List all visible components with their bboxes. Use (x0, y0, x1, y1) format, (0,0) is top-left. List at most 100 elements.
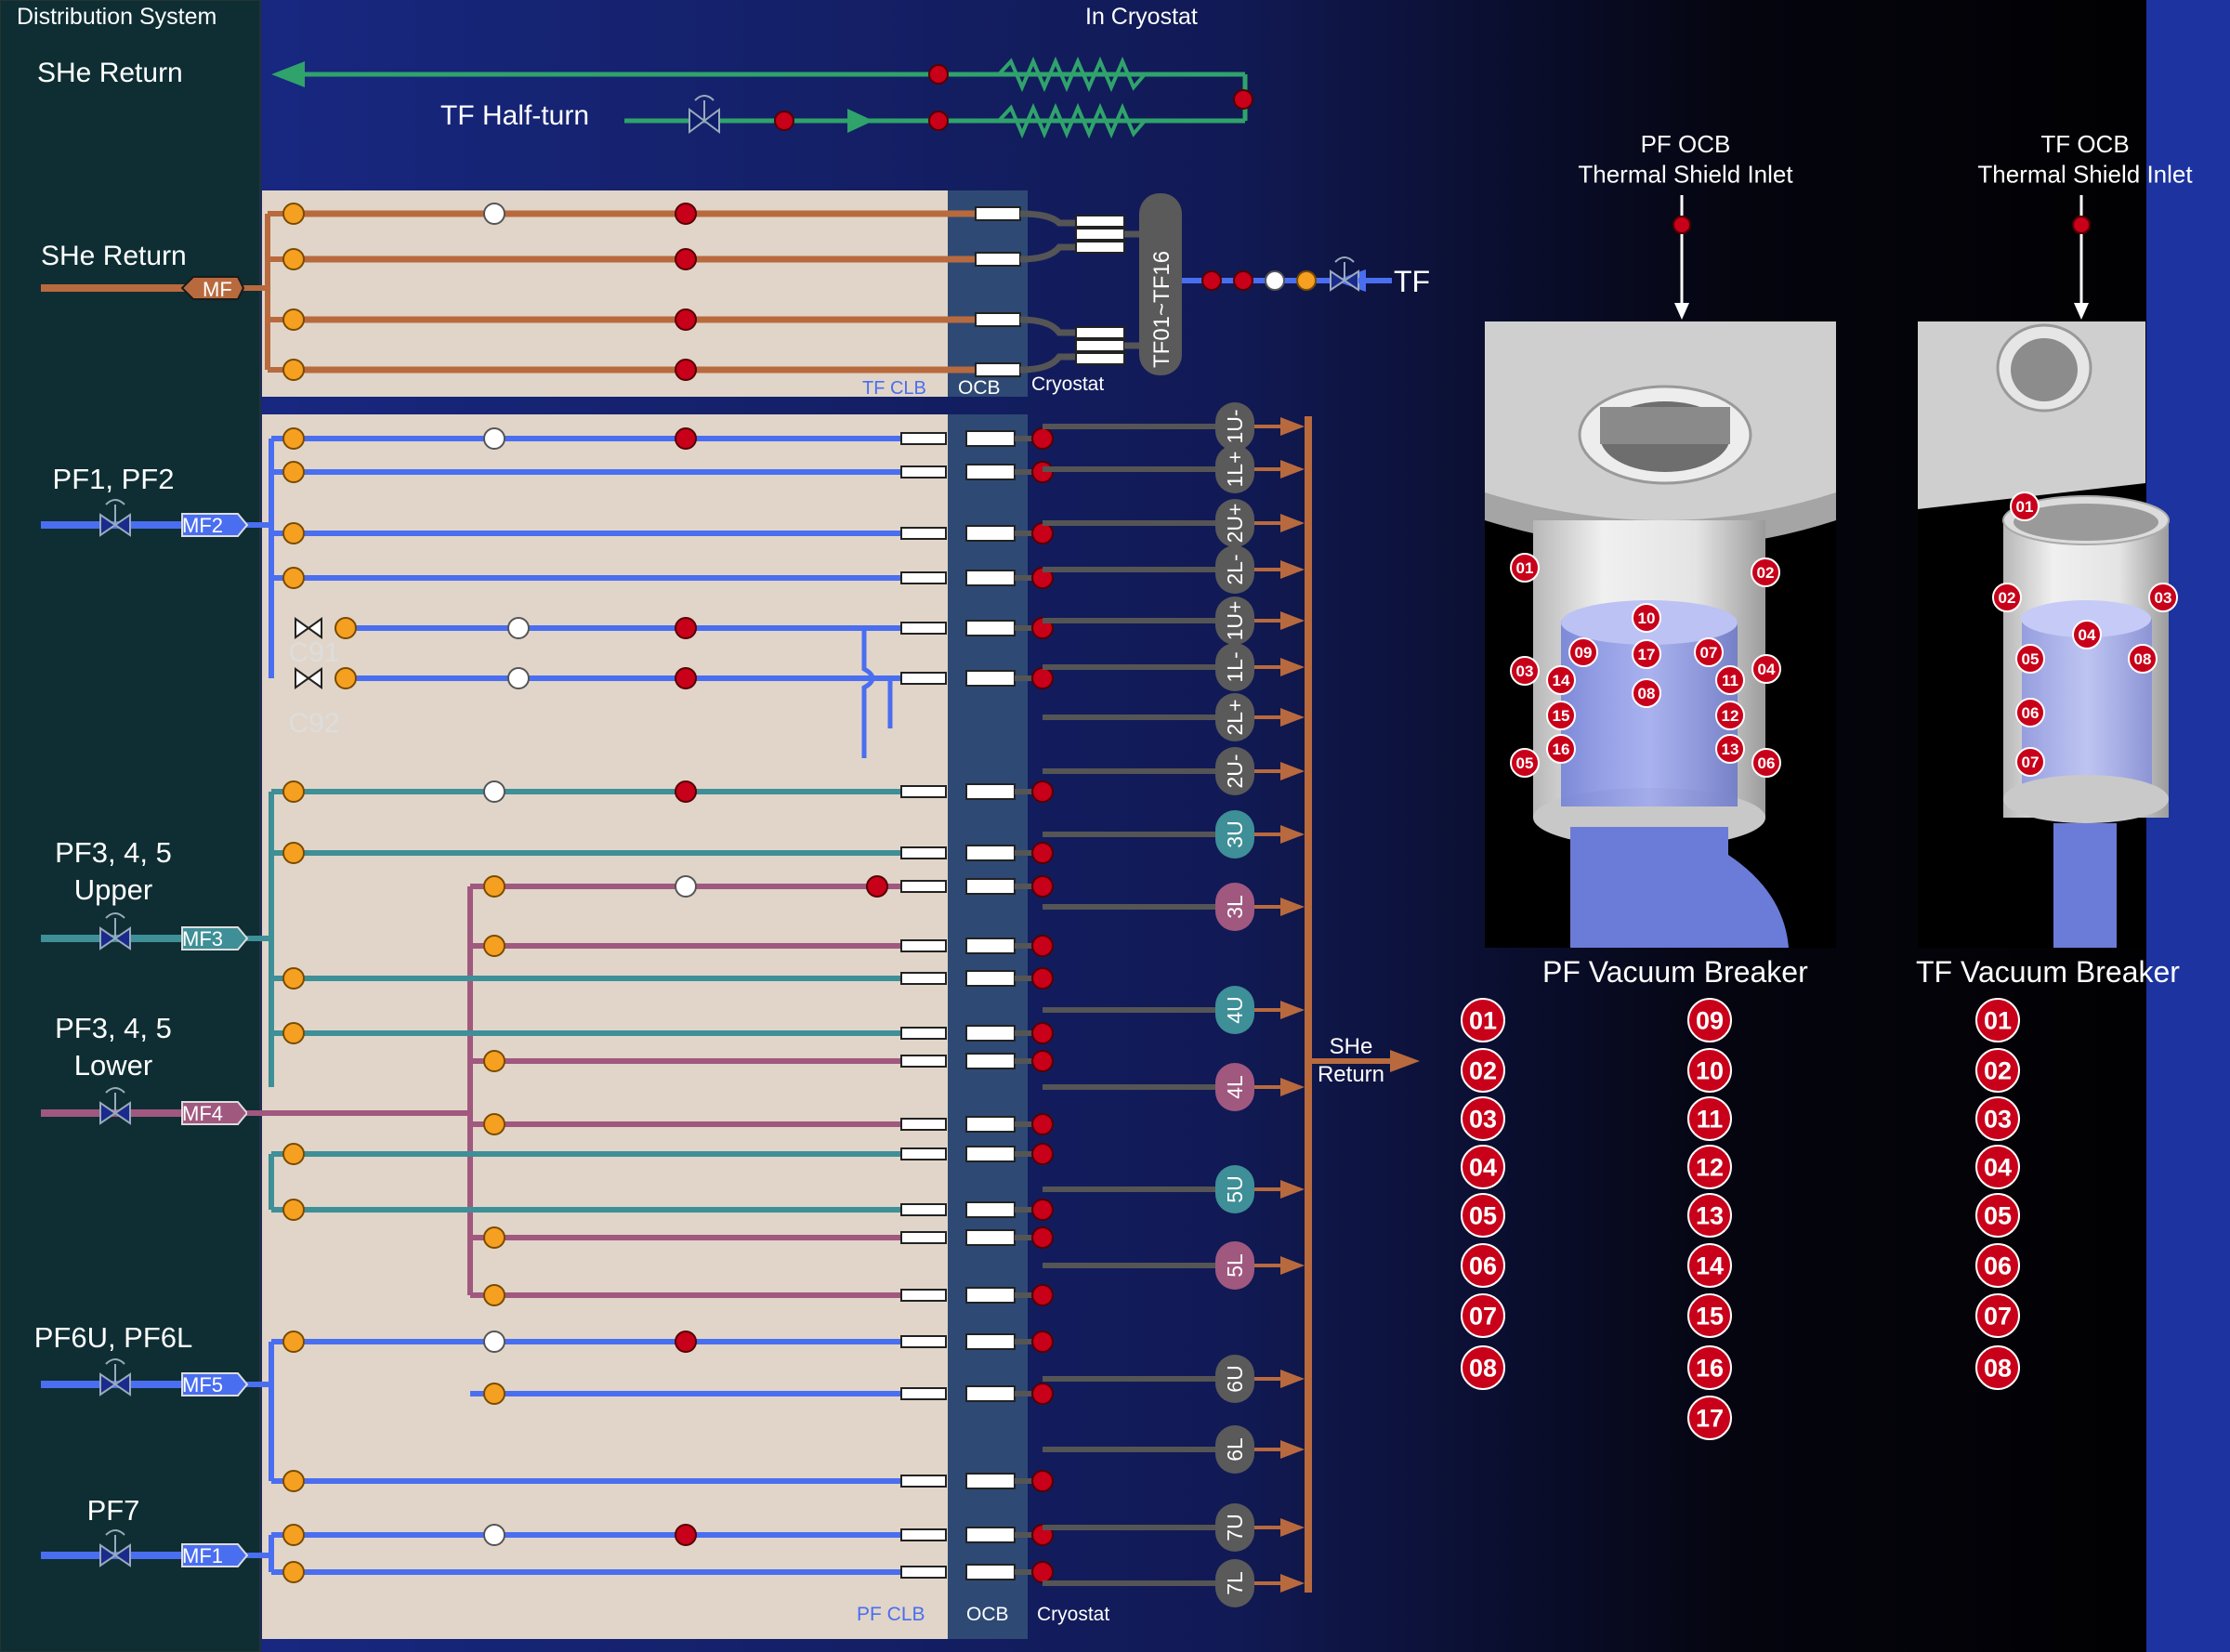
coil-terminal (1215, 1559, 1254, 1607)
manifold-tag (181, 1372, 249, 1396)
breaker-marker (1687, 1396, 1732, 1440)
breaker-marker-label: 07 (1984, 1303, 2012, 1331)
connector-block (965, 670, 1016, 687)
temperature-sensor (675, 1331, 697, 1353)
manifold-label: MF5 (182, 1373, 223, 1396)
breaker-marker (1461, 1243, 1505, 1288)
coil-terminal (1215, 1165, 1254, 1213)
coil-label: 3L (1223, 895, 1247, 919)
temperature-sensor (1031, 1199, 1054, 1221)
temperature-sensor (675, 617, 697, 639)
breaker-marker-label: 08 (1638, 685, 1656, 702)
breaker-marker-label: 09 (1575, 644, 1593, 662)
connector-block (900, 1231, 947, 1244)
breaker-marker (1975, 1145, 2020, 1189)
breaker-marker (1461, 1096, 1505, 1141)
breaker-marker (1687, 1096, 1732, 1141)
connector-block (965, 620, 1016, 636)
tf-coil-label: TF01~TF16 (1149, 251, 1174, 368)
breaker-marker-label: 16 (1696, 1355, 1724, 1383)
breaker-marker (1632, 603, 1661, 633)
coil-label: 7L (1223, 1571, 1247, 1595)
connector-block (900, 1475, 947, 1488)
temperature-sensor (675, 667, 697, 689)
connector-block (900, 527, 947, 540)
flow-sensor (483, 427, 505, 450)
breaker-marker (1687, 1345, 1732, 1390)
breaker-marker-label: 07 (1469, 1303, 1497, 1331)
valve-actuator-icon (105, 1358, 125, 1365)
connector-block (900, 432, 947, 445)
breaker-marker (1687, 1145, 1732, 1189)
pf-vacuum-breaker-image (1485, 321, 1836, 948)
manifold-label: MF3 (182, 927, 223, 951)
coil-terminal (1215, 1425, 1254, 1474)
flow-sensor (483, 1524, 505, 1546)
breaker-marker (2015, 644, 2045, 674)
breaker-marker-label: 12 (1722, 707, 1739, 725)
connector-block (965, 878, 1016, 895)
coil-terminal (1215, 747, 1254, 795)
coil-label: 4U (1223, 996, 1247, 1023)
breaker-marker-label: 12 (1696, 1154, 1724, 1182)
temperature-sensor (1031, 1284, 1054, 1306)
flow-sensor (483, 1331, 505, 1353)
tf-breaker-title: TF Vacuum Breaker (1916, 955, 2180, 989)
breaker-marker-label: 02 (1757, 564, 1775, 582)
coil-label: 7U (1223, 1514, 1247, 1541)
pressure-sensor (483, 1226, 505, 1249)
she-return-label: SHe (1330, 1034, 1373, 1059)
breaker-marker-label: 04 (1758, 661, 1776, 678)
connector-block (900, 939, 947, 952)
coil-label: 5U (1223, 1175, 1247, 1202)
coil-terminal (1215, 1355, 1254, 1403)
tf-vacuum-breaker-image (1918, 321, 2170, 948)
flow-arrow-icon (1280, 560, 1305, 579)
breaker-marker (1975, 1243, 2020, 1288)
breaker-marker (1546, 701, 1576, 730)
breaker-marker (1687, 1293, 1732, 1338)
tf-ocb-label: OCB (958, 377, 1001, 399)
breaker-marker (1632, 678, 1661, 708)
breaker-marker (1687, 1048, 1732, 1093)
temperature-sensor (1031, 875, 1054, 898)
breaker-marker-label: 05 (1516, 754, 1534, 772)
breaker-marker-label: 02 (1999, 589, 2016, 607)
crossover-pipe (861, 628, 875, 758)
breaker-marker (2072, 620, 2102, 649)
connector-block (965, 1229, 1016, 1246)
connector-block (965, 570, 1016, 586)
flow-arrow-icon (1280, 825, 1305, 844)
manifold-label: MF2 (182, 514, 223, 537)
coil-label: 6L (1223, 1437, 1247, 1462)
temperature-sensor (1031, 780, 1054, 803)
breaker-marker-label: 10 (1638, 610, 1656, 627)
temperature-sensor (1031, 1022, 1054, 1044)
breaker-marker-label: 08 (1469, 1355, 1497, 1383)
temperature-sensor (675, 427, 697, 450)
connector-block (900, 972, 947, 985)
pf-inlet-label: PF OCB (1641, 130, 1731, 158)
breaker-marker-label: 16 (1553, 741, 1570, 758)
pressure-sensor (483, 1113, 505, 1135)
breaker-marker-label: 01 (2016, 498, 2034, 516)
coil-label: 5L (1223, 1253, 1247, 1278)
coil-terminal (1215, 810, 1254, 859)
connector-block (965, 1116, 1016, 1133)
breaker-marker (1510, 656, 1540, 686)
tf-outlet-label: TF (1394, 265, 1430, 298)
connector-block (900, 1566, 947, 1579)
temperature-sensor (1031, 842, 1054, 864)
connector-block (900, 1055, 947, 1068)
feed-label: PF3, 4, 5 (55, 836, 172, 869)
connector-block (965, 1201, 1016, 1218)
feed-label: Lower (74, 1049, 152, 1082)
connector-block (965, 1527, 1016, 1543)
breaker-marker (1715, 665, 1745, 695)
pressure-sensor (282, 522, 305, 544)
connector-block (900, 880, 947, 893)
breaker-marker-label: 02 (1984, 1057, 2012, 1085)
flow-arrow-icon (1280, 1001, 1305, 1019)
she-return-top-label: SHe Return (37, 58, 183, 88)
